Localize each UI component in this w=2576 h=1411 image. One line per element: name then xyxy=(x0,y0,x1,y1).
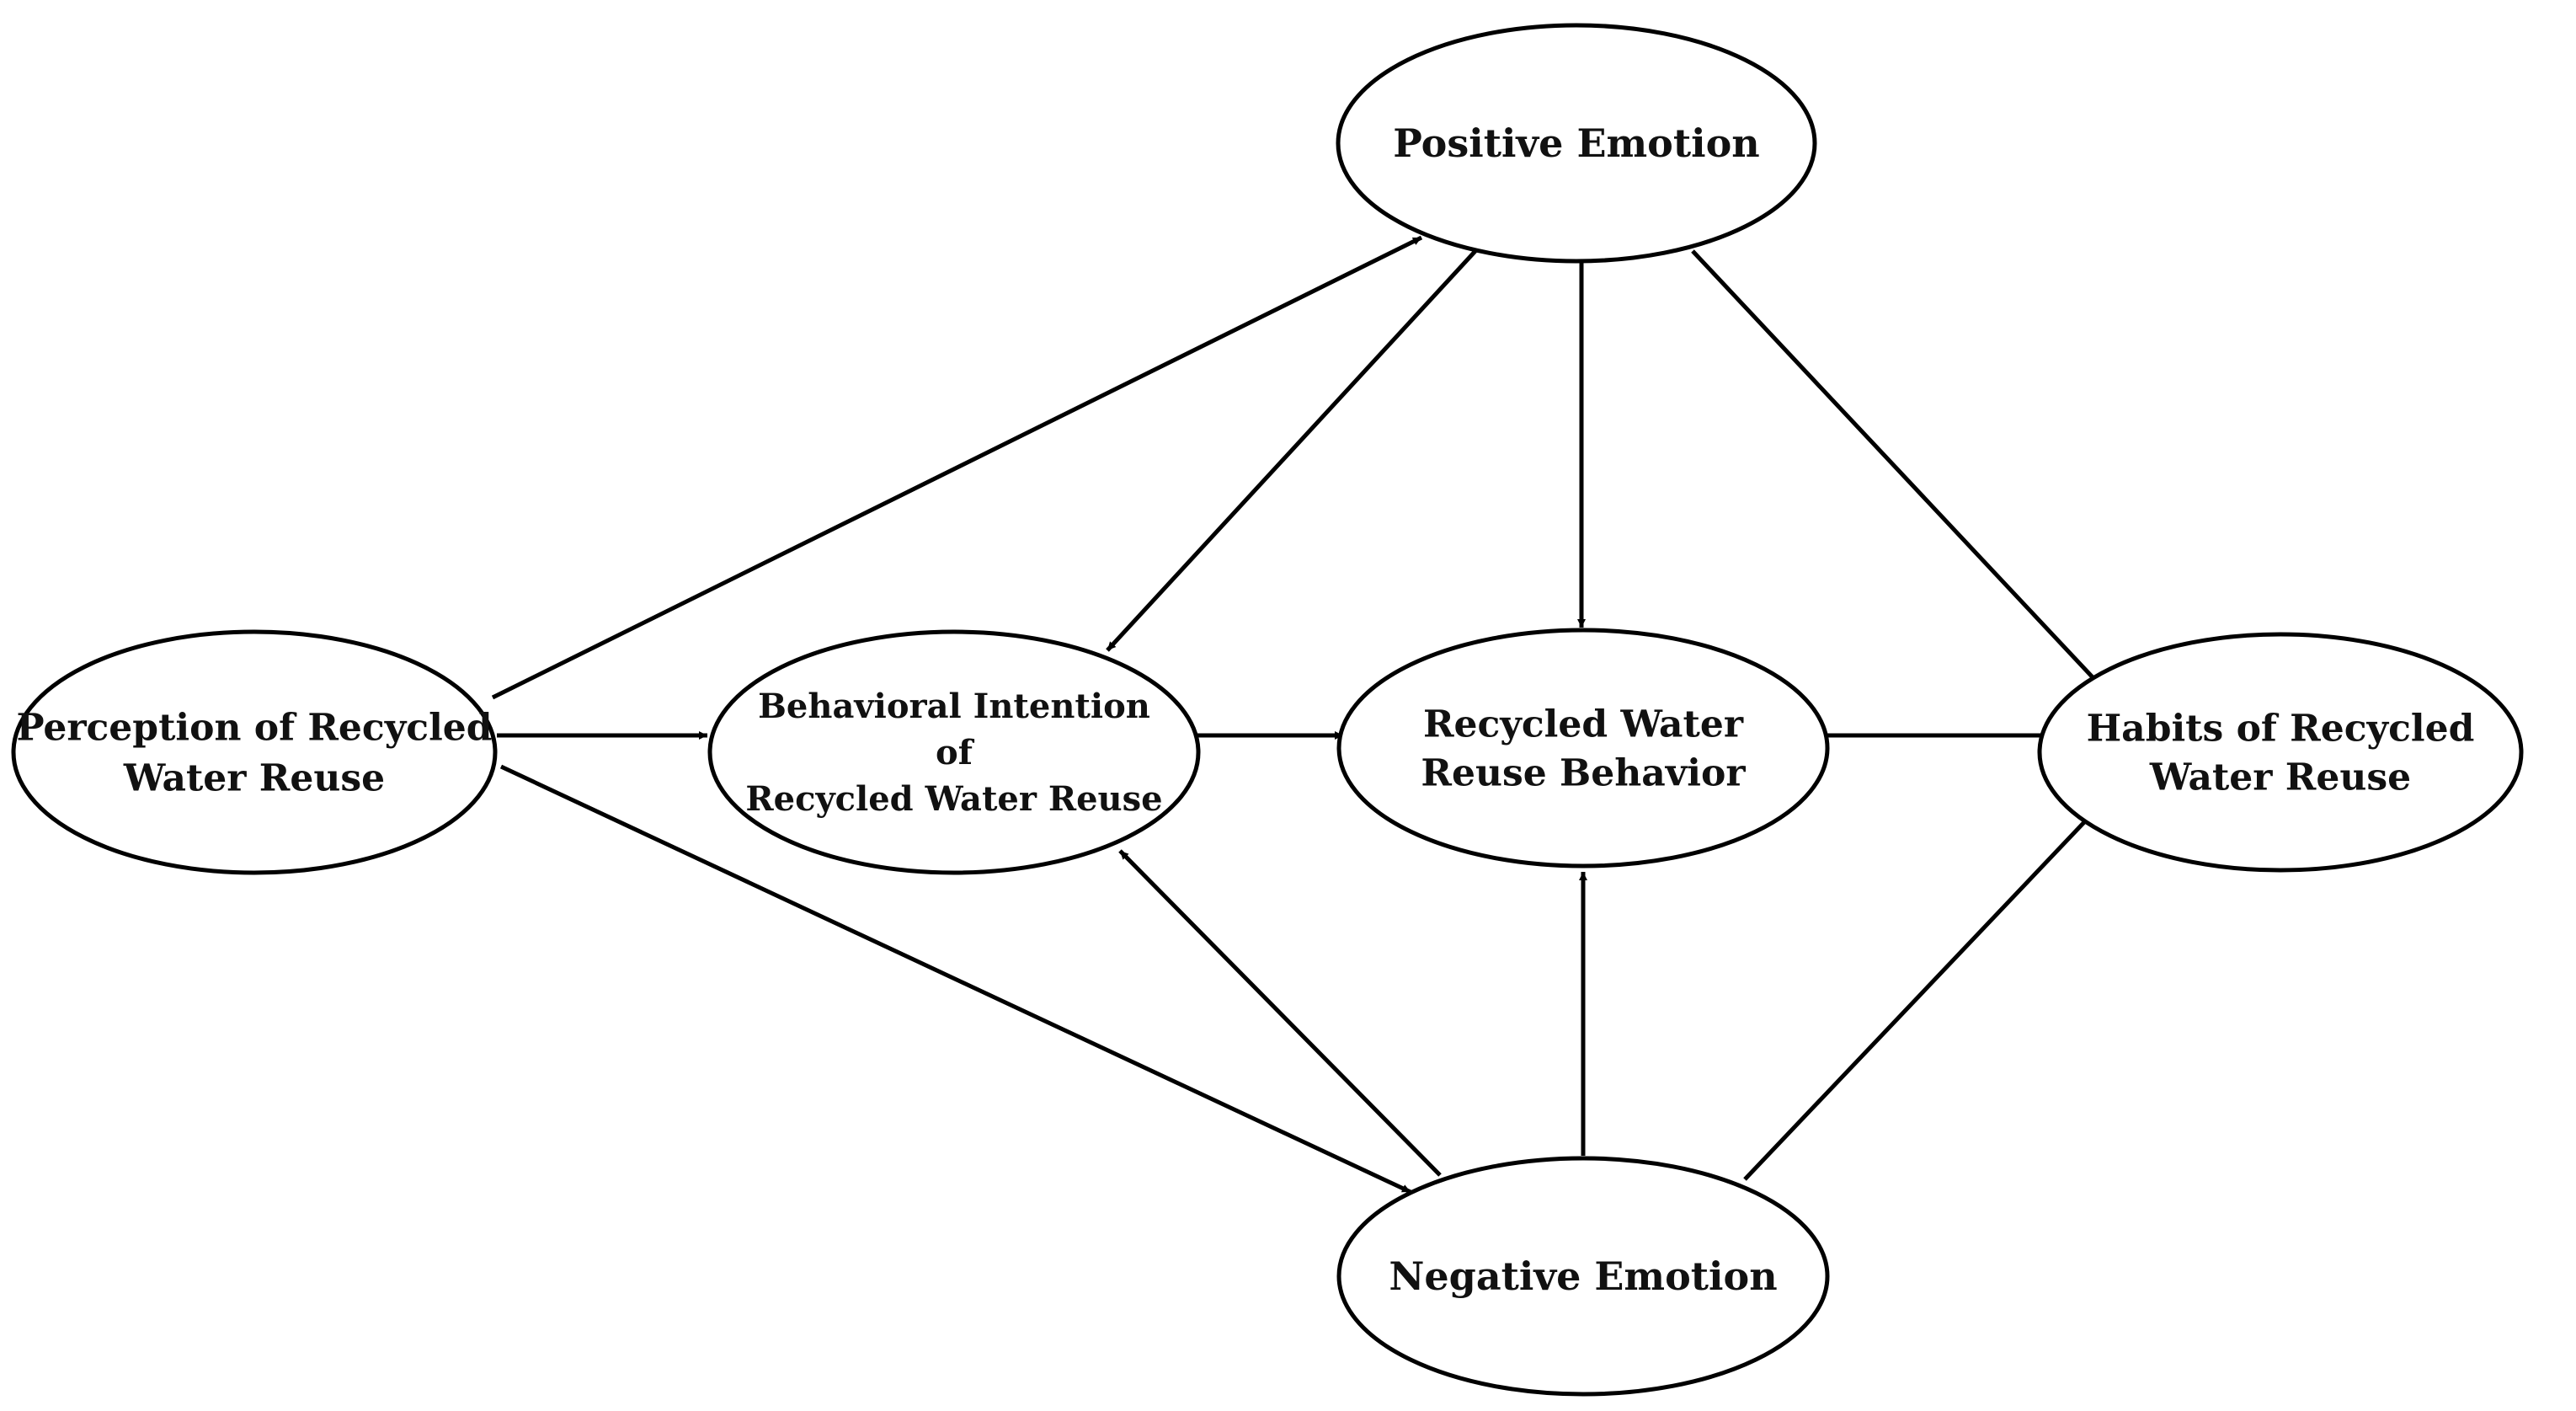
node-behavioral-intention-label-line-3: Recycled Water Reuse xyxy=(745,779,1162,819)
node-reuse-behavior-ellipse xyxy=(1336,628,1830,869)
arrow-negative-emotion-to-behavioral-intention xyxy=(1118,849,1442,1177)
node-habits-ellipse xyxy=(2037,632,2524,873)
node-reuse-behavior-label-line-1: Recycled Water xyxy=(1423,703,1744,746)
node-habits-label-line-2: Water Reuse xyxy=(2149,756,2411,799)
node-negative-emotion-ellipse xyxy=(1336,1156,1830,1397)
node-behavioral-intention-label-line-2: of xyxy=(936,733,975,772)
node-perception-label-line-2: Water Reuse xyxy=(123,756,385,799)
node-positive-emotion: Positive Emotion xyxy=(1336,23,1817,264)
node-habits-label-line-1: Habits of Recycled xyxy=(2087,707,2475,750)
arrow-positive-emotion-to-behavioral-intention xyxy=(1106,249,1477,652)
node-behavioral-intention-label-line-1: Behavioral Intention xyxy=(758,687,1150,726)
node-perception-ellipse xyxy=(11,629,498,875)
arrow-perception-to-negative-emotion xyxy=(499,764,1412,1195)
node-behavioral-intention-ellipse xyxy=(707,629,1201,875)
arrow-perception-to-positive-emotion xyxy=(491,235,1423,700)
arrow-negative-emotion-to-habits xyxy=(1743,803,2103,1181)
node-negative-emotion: Negative Emotion xyxy=(1336,1156,1830,1397)
edges-layer xyxy=(491,235,2107,1195)
arrow-positive-emotion-to-habits xyxy=(1691,249,2107,692)
node-positive-emotion-label-line-1: Positive Emotion xyxy=(1393,120,1759,166)
node-perception-label-line-1: Perception of Recycled xyxy=(16,706,492,749)
node-positive-emotion-ellipse xyxy=(1336,23,1817,264)
node-negative-emotion-label-line-1: Negative Emotion xyxy=(1389,1253,1777,1299)
node-reuse-behavior-label-line-2: Reuse Behavior xyxy=(1421,751,1746,794)
